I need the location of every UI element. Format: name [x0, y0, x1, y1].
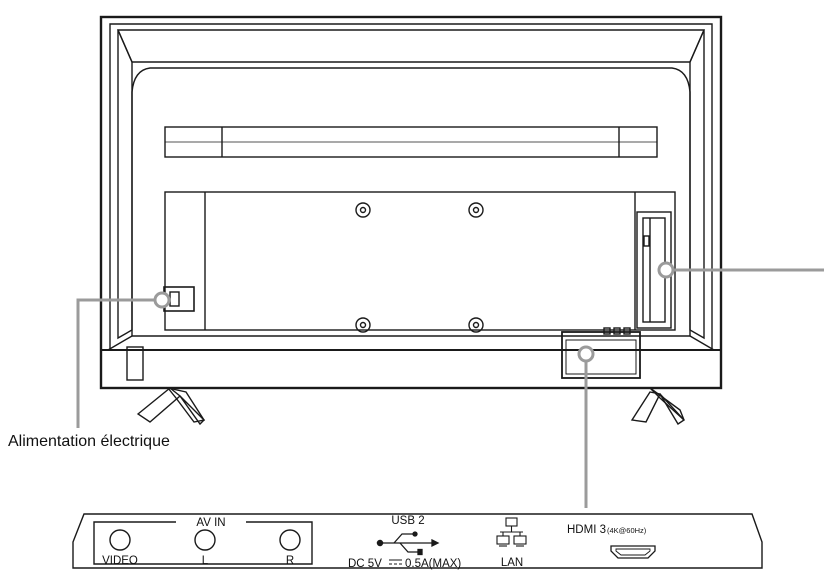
- dc-symbol: [389, 559, 402, 565]
- usb-label: USB 2: [391, 515, 424, 527]
- lan-label: LAN: [501, 557, 523, 569]
- power-callout-label: Alimentation électrique: [8, 433, 170, 450]
- audio-left-label: L: [202, 555, 209, 567]
- tv-top-panel: [116, 29, 706, 63]
- video-jack: [109, 529, 131, 551]
- tv-mount-plate: [164, 191, 676, 331]
- bottom-port-bay: [561, 331, 641, 379]
- tv-outer-frame: [99, 15, 723, 390]
- audio-right-label: R: [286, 555, 294, 567]
- video-label: VIDEO: [102, 555, 138, 567]
- hdmi-port-icon: [610, 545, 656, 559]
- audio-left-jack: [194, 529, 216, 551]
- lan-icon: [496, 517, 527, 547]
- callout-marker-bottom: [577, 345, 595, 363]
- vesa-screw-holes: [355, 202, 484, 333]
- hdmi-spec-label: (4K@60Hz): [607, 526, 647, 535]
- tv-left-panel: [117, 29, 133, 340]
- av-in-bracket: [93, 521, 313, 565]
- callout-marker-side: [657, 261, 675, 279]
- usb-power-prefix: DC 5V: [348, 558, 382, 570]
- tv-right-panel: [689, 29, 705, 340]
- usb-power-rating: 0.5A(MAX): [405, 558, 461, 570]
- tv-inner-bevel: [109, 23, 713, 351]
- av-in-label: AV IN: [196, 517, 225, 529]
- audio-right-jack: [279, 529, 301, 551]
- connector-panel: [72, 513, 763, 569]
- tv-back-shell: [131, 67, 691, 337]
- hdmi-label: HDMI 3(4K@60Hz): [567, 524, 647, 536]
- left-speaker-grille: [126, 346, 144, 381]
- tv-stand-right: [630, 387, 686, 425]
- usb-icon: [376, 531, 440, 556]
- callout-line-power: [76, 298, 159, 428]
- callout-marker-power: [153, 291, 171, 309]
- tv-stand-left: [136, 386, 206, 426]
